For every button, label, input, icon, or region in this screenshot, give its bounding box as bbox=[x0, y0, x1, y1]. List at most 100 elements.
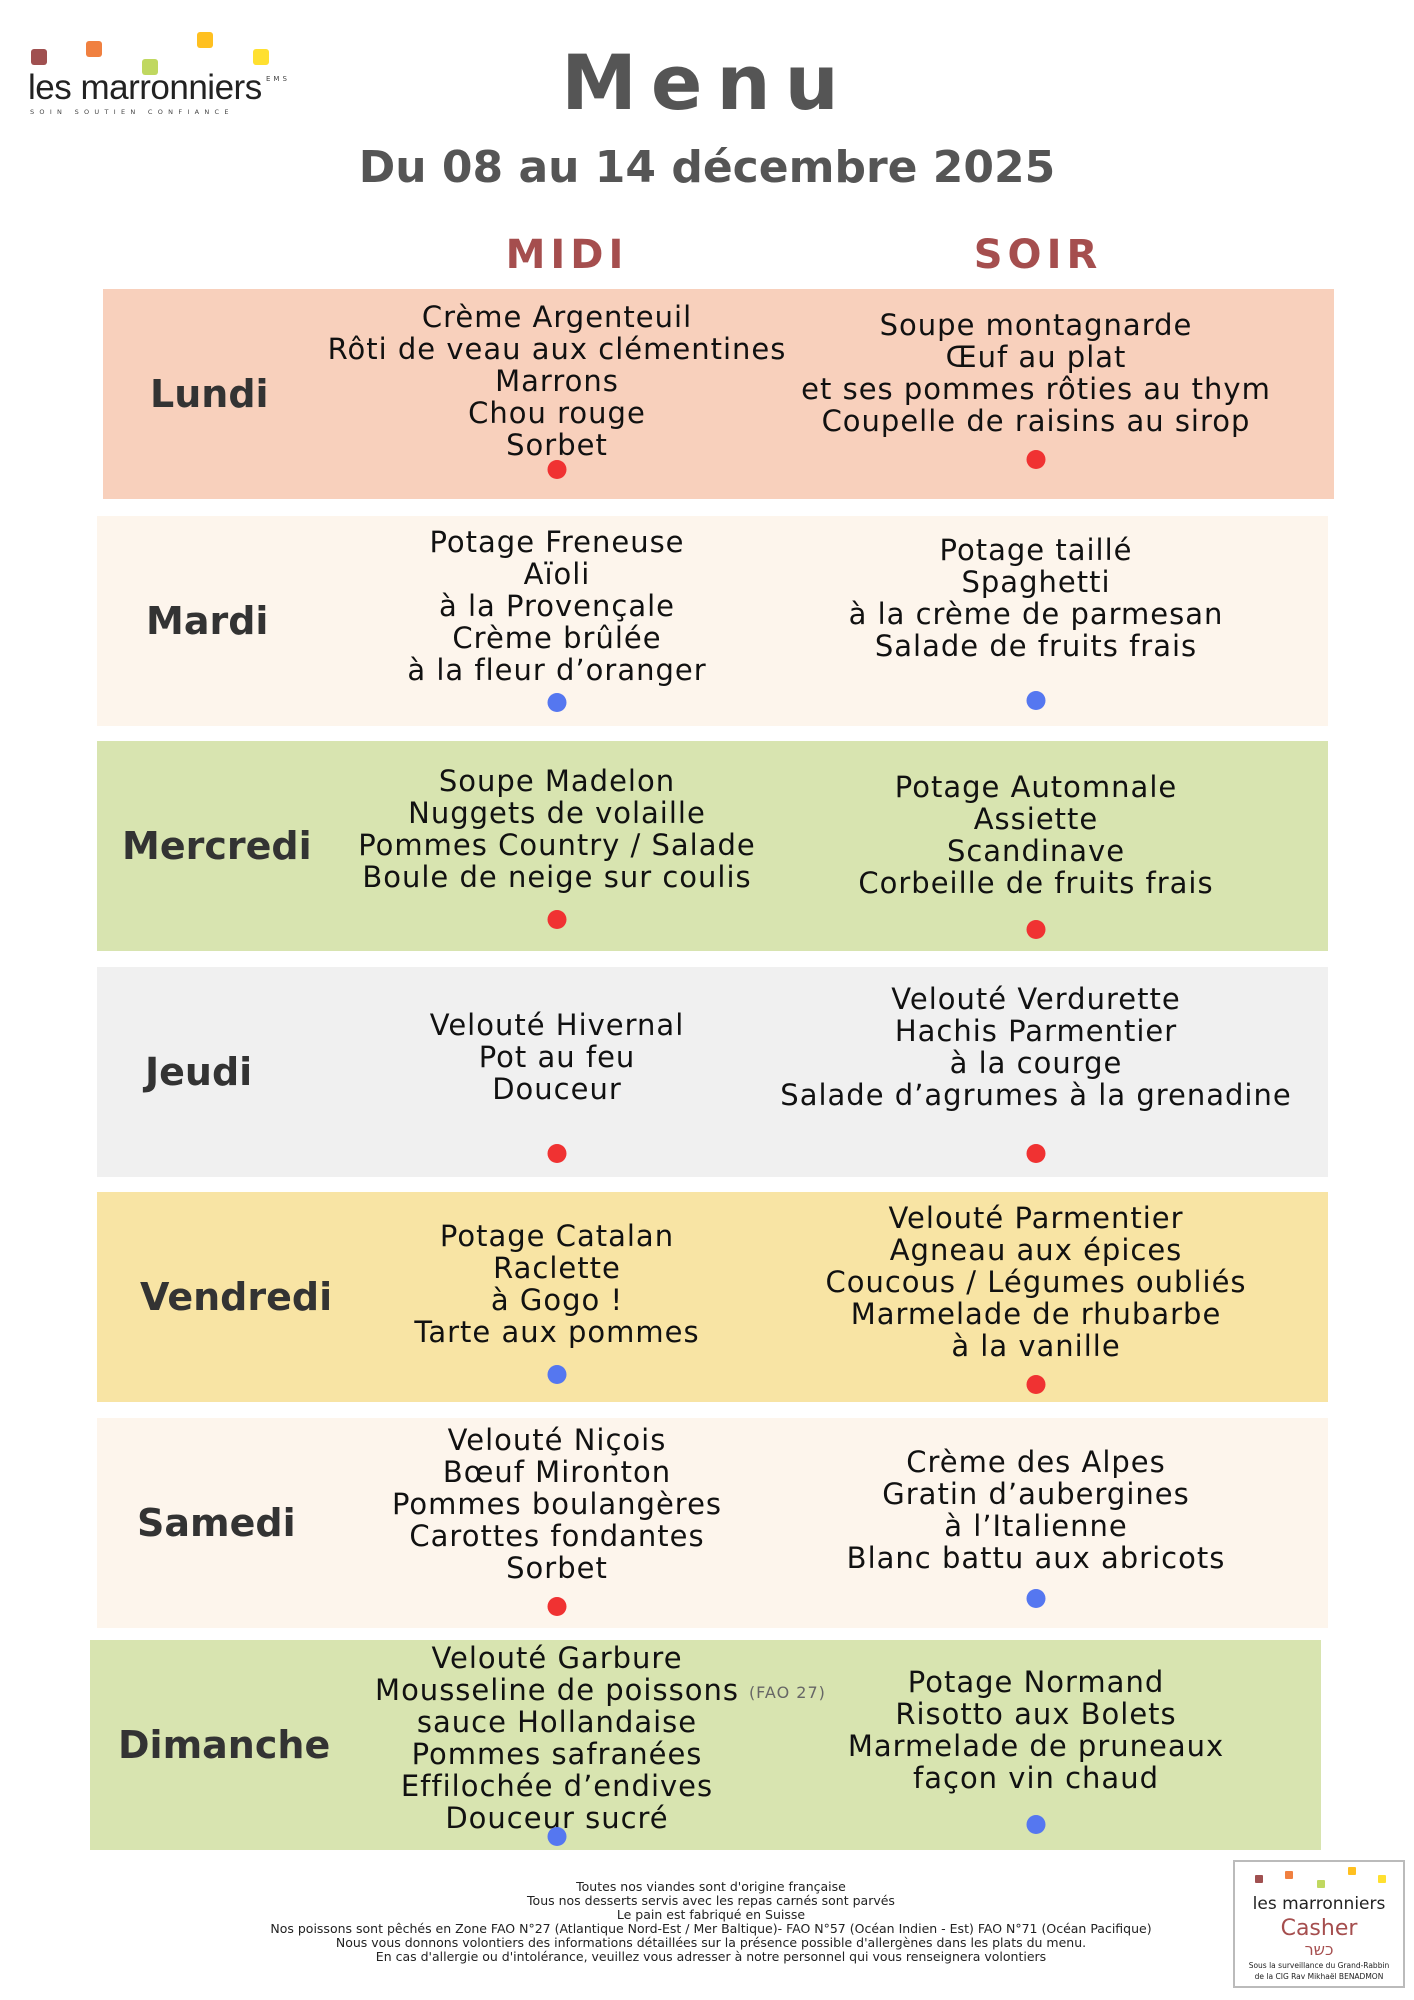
dish: Boule de neige sur coulis bbox=[277, 861, 837, 893]
dish-text: Agneau aux épices bbox=[889, 1233, 1183, 1267]
logo-square bbox=[1255, 1875, 1263, 1883]
footer-line: Nos poissons sont pêchés en Zone FAO N°2… bbox=[270, 1921, 1152, 1936]
dish: Marmelade de rhubarbe bbox=[756, 1298, 1316, 1330]
dish-text: Raclette bbox=[493, 1251, 621, 1285]
dish-text: Crème brûlée bbox=[452, 621, 662, 655]
column-header-soir: SOIR bbox=[973, 232, 1103, 278]
casher-badge: les marronniers Casher כשר Sous la surve… bbox=[1233, 1860, 1405, 1988]
dish-text: Tarte aux pommes bbox=[414, 1315, 700, 1349]
dish: Marmelade de pruneaux bbox=[756, 1730, 1316, 1762]
dish: Velouté Niçois bbox=[277, 1424, 837, 1456]
dish: sauce Hollandaise bbox=[277, 1706, 837, 1738]
dish: Velouté Verdurette bbox=[756, 983, 1316, 1015]
blue-dot-icon bbox=[547, 1827, 567, 1846]
dish-text: Marmelade de pruneaux bbox=[847, 1729, 1225, 1763]
footer-line: Nous vous donnons volontiers des informa… bbox=[335, 1935, 1087, 1950]
dish-text: Spaghetti bbox=[961, 565, 1111, 599]
blue-dot-icon bbox=[1026, 691, 1046, 710]
dish: Potage Catalan bbox=[277, 1220, 837, 1252]
dish: Douceur bbox=[277, 1073, 837, 1105]
dish-text: Boule de neige sur coulis bbox=[362, 860, 752, 894]
dish: Effilochée d’endives bbox=[277, 1770, 837, 1802]
dish-text: Œuf au plat bbox=[945, 340, 1127, 374]
dish-text: Chou rouge bbox=[468, 396, 646, 430]
dish-text: Corbeille de fruits frais bbox=[858, 866, 1214, 900]
red-dot-icon bbox=[1026, 920, 1046, 939]
dish: Potage Automnale bbox=[756, 771, 1316, 803]
dish-text: Douceur bbox=[492, 1072, 622, 1106]
logo-tagline: SOIN SOUTIEN CONFIANCE bbox=[30, 108, 234, 116]
dish-text: Velouté Niçois bbox=[447, 1423, 667, 1457]
dish: Hachis Parmentier bbox=[756, 1015, 1316, 1047]
dish-text: Marmelade de rhubarbe bbox=[850, 1297, 1222, 1331]
dish: Coucous / Légumes oubliés bbox=[756, 1266, 1316, 1298]
dish-text: Salade d’agrumes à la grenadine bbox=[780, 1078, 1292, 1112]
dish: façon vin chaud bbox=[756, 1762, 1316, 1794]
dish-text: façon vin chaud bbox=[913, 1761, 1159, 1795]
dish: Aïoli bbox=[277, 558, 837, 590]
dish-text: à la fleur d’oranger bbox=[407, 653, 707, 687]
blue-dot-icon bbox=[1026, 1815, 1046, 1834]
red-dot-icon bbox=[547, 1597, 567, 1616]
dish-text: à la courge bbox=[949, 1046, 1123, 1080]
dish-text: à la crème de parmesan bbox=[848, 597, 1224, 631]
logo-square bbox=[1317, 1880, 1325, 1888]
dish: à la crème de parmesan bbox=[756, 598, 1316, 630]
dish: Carottes fondantes bbox=[277, 1520, 837, 1552]
dish: Soupe Madelon bbox=[277, 765, 837, 797]
dish: Potage Freneuse bbox=[277, 526, 837, 558]
casher-title: Casher bbox=[1280, 1916, 1358, 1941]
dish: Pommes boulangères bbox=[277, 1488, 837, 1520]
dish: à la fleur d’oranger bbox=[277, 654, 837, 686]
page-title: Menu bbox=[561, 38, 853, 127]
footer-line: Tous nos desserts servis avec les repas … bbox=[527, 1893, 895, 1908]
logo-square bbox=[86, 41, 102, 57]
dish: Sorbet bbox=[277, 429, 837, 461]
dish: Crème Argenteuil bbox=[277, 301, 837, 333]
red-dot-icon bbox=[547, 460, 567, 479]
dish: Velouté Garbure bbox=[277, 1642, 837, 1674]
dish-text: Velouté Parmentier bbox=[888, 1201, 1184, 1235]
dish: Pommes safranées bbox=[277, 1738, 837, 1770]
dish: Marrons bbox=[277, 365, 837, 397]
dish-text: et ses pommes rôties au thym bbox=[801, 372, 1271, 406]
dish-text: Soupe Madelon bbox=[438, 764, 676, 798]
casher-logo-name: les marronniers bbox=[1252, 1894, 1386, 1914]
dish-text: Pommes safranées bbox=[411, 1737, 703, 1771]
logo-square bbox=[1348, 1867, 1356, 1875]
dish: Mousseline de poissons(FAO 27) bbox=[277, 1674, 837, 1706]
casher-note: Sous la surveillance du Grand-Rabbin de … bbox=[1235, 1960, 1403, 1982]
red-dot-icon bbox=[1026, 450, 1046, 469]
red-dot-icon bbox=[547, 1144, 567, 1163]
dish: Œuf au plat bbox=[756, 341, 1316, 373]
logo-square bbox=[1378, 1875, 1386, 1883]
dish-text: à la vanille bbox=[951, 1329, 1121, 1363]
dish: Salade de fruits frais bbox=[756, 630, 1316, 662]
dish: et ses pommes rôties au thym bbox=[756, 373, 1316, 405]
dish: Assiette bbox=[756, 803, 1316, 835]
dish-text: Pommes Country / Salade bbox=[358, 828, 756, 862]
dish-text: Aïoli bbox=[523, 557, 591, 591]
dish: Potage Normand bbox=[756, 1666, 1316, 1698]
dish-text: Coucous / Légumes oubliés bbox=[825, 1265, 1247, 1299]
casher-note-line: de la CIG Rav Mikhaël BENADMON bbox=[1254, 1972, 1384, 1981]
dish: Risotto aux Bolets bbox=[756, 1698, 1316, 1730]
red-dot-icon bbox=[1026, 1144, 1046, 1163]
dish: à la courge bbox=[756, 1047, 1316, 1079]
day-label: Lundi bbox=[150, 372, 269, 416]
dish-text: Potage Catalan bbox=[439, 1219, 675, 1253]
dish: à la vanille bbox=[756, 1330, 1316, 1362]
red-dot-icon bbox=[547, 910, 567, 929]
dish: Nuggets de volaille bbox=[277, 797, 837, 829]
dish: Scandinave bbox=[756, 835, 1316, 867]
